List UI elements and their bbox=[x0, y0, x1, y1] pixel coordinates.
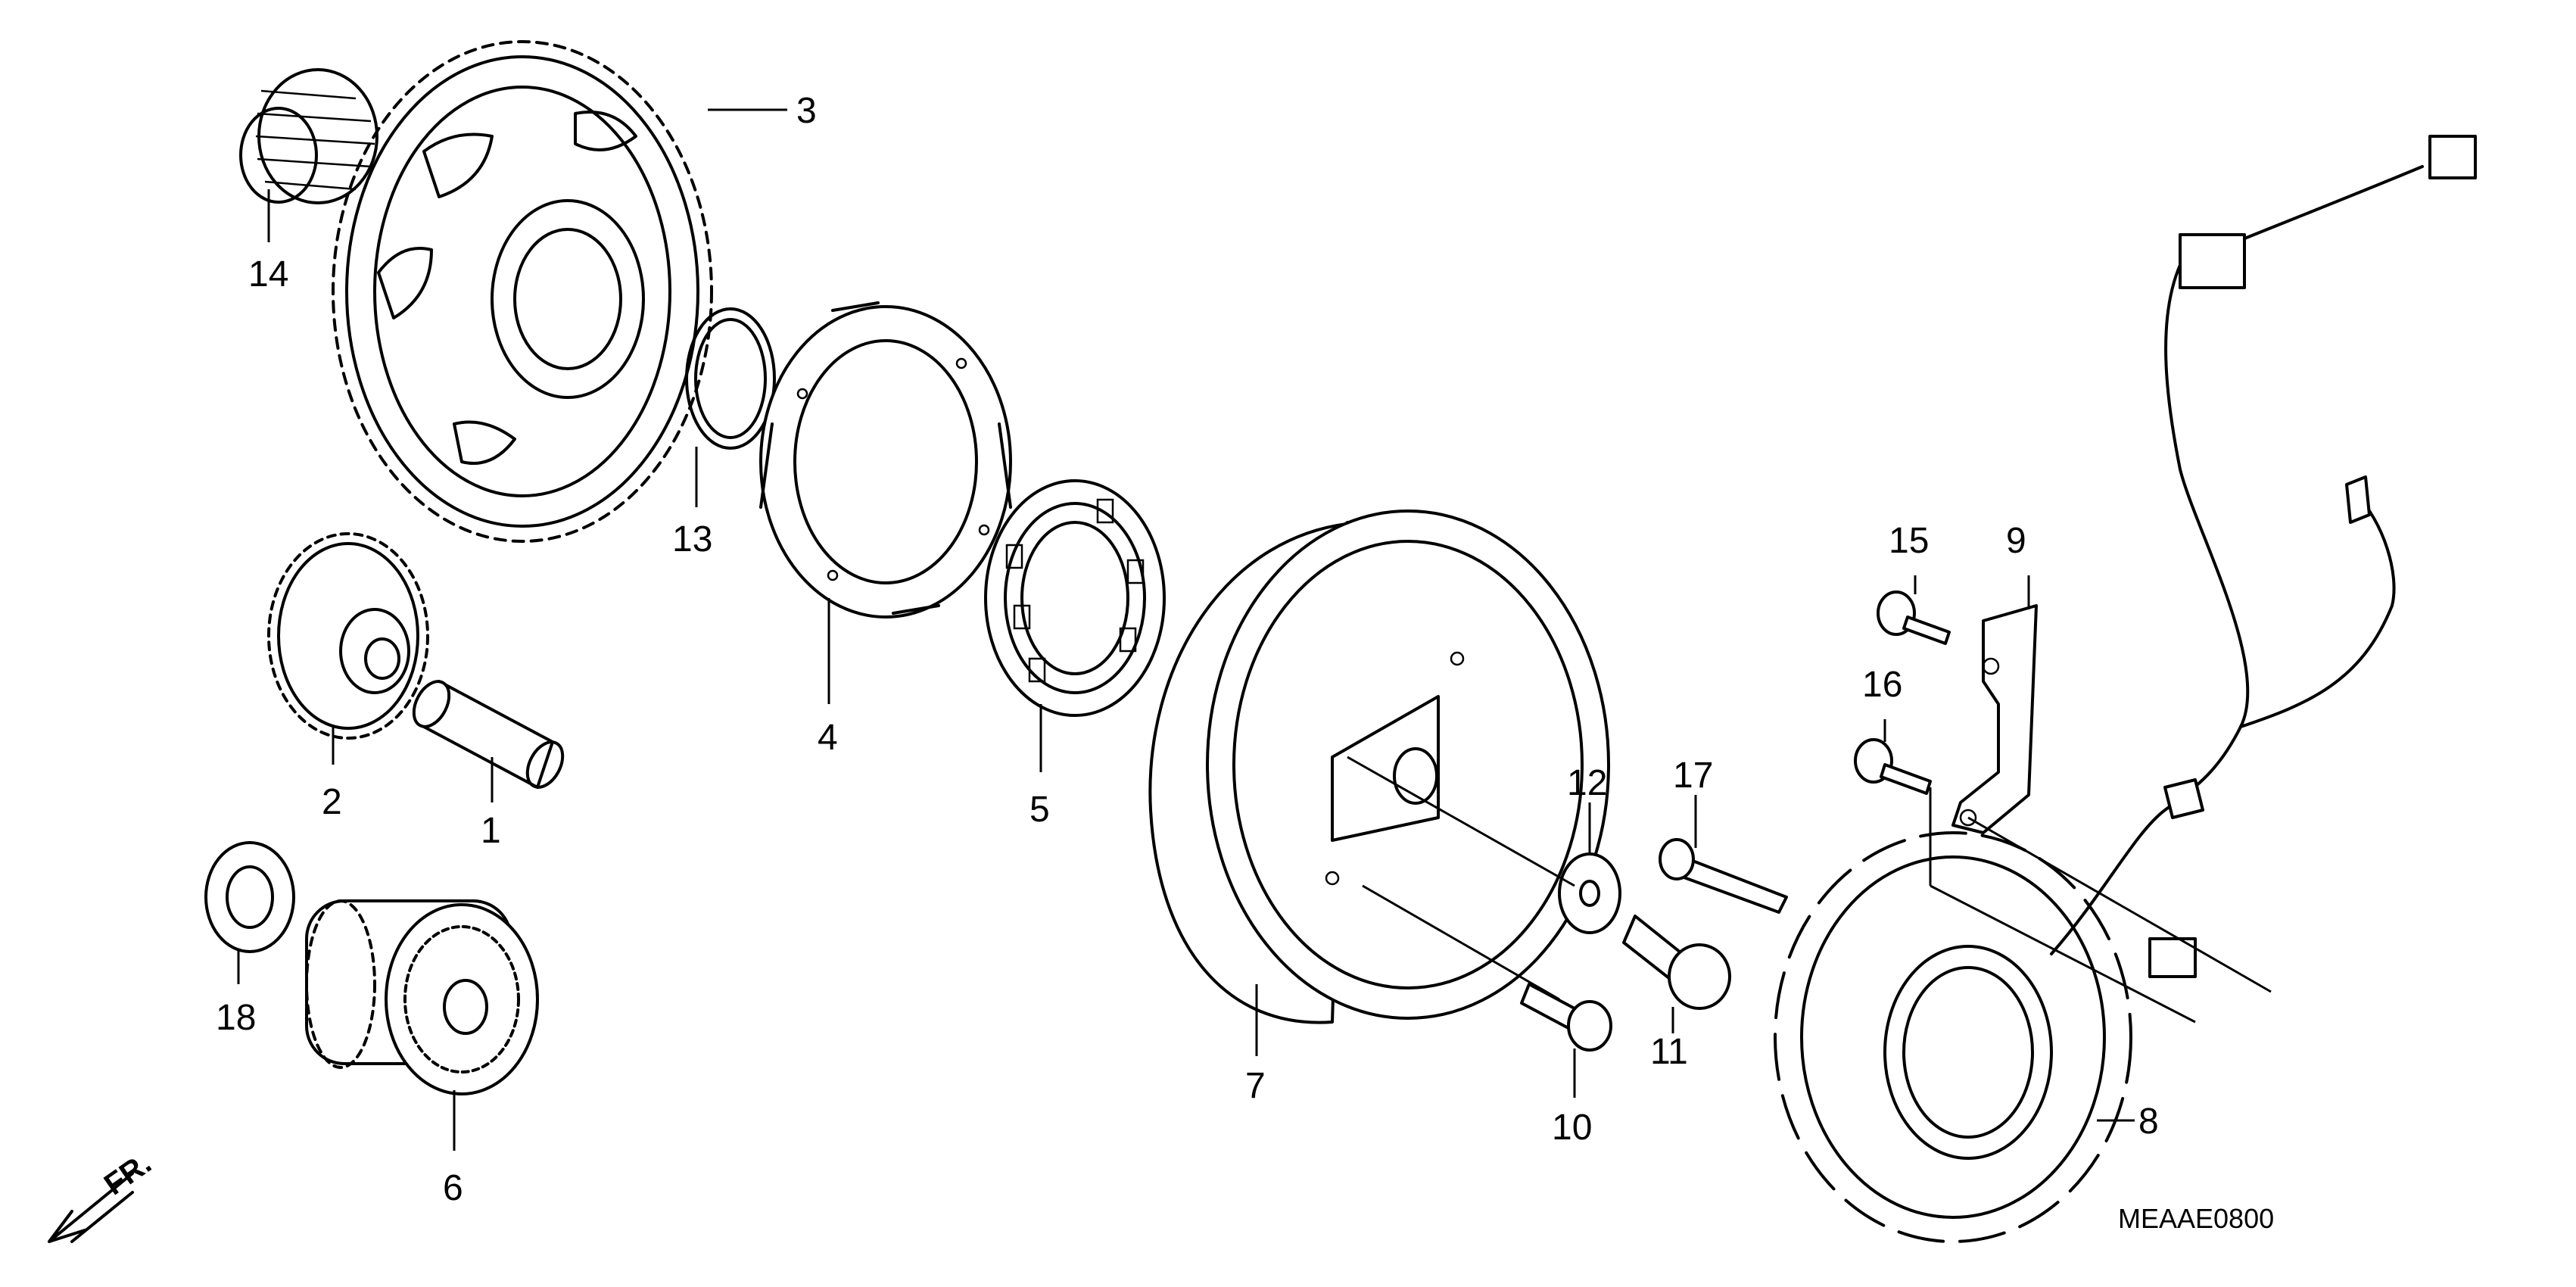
o-ring-part-13[interactable] bbox=[685, 307, 776, 450]
callout-7: 7 bbox=[1245, 1066, 1266, 1106]
callout-15: 15 bbox=[1889, 521, 1929, 561]
callout-8: 8 bbox=[2138, 1102, 2159, 1142]
stator-wire-harness bbox=[2050, 135, 2477, 978]
bolt-part-15[interactable] bbox=[1877, 591, 1951, 645]
starter-driven-gear-part-3[interactable] bbox=[332, 40, 713, 543]
callout-16: 16 bbox=[1862, 665, 1902, 705]
bolt-part-17[interactable] bbox=[1659, 838, 1788, 914]
callout-17: 17 bbox=[1673, 756, 1713, 796]
callout-3: 3 bbox=[796, 91, 817, 131]
bolt-part-10[interactable] bbox=[1520, 983, 1612, 1052]
shaft-part-1[interactable] bbox=[406, 675, 569, 793]
callout-2: 2 bbox=[322, 782, 342, 822]
stator-part-8[interactable] bbox=[1774, 831, 2132, 1243]
callout-numbers: 3 14 13 4 5 2 1 18 6 7 12 17 11 10 8 15 … bbox=[216, 91, 2159, 1208]
flange-bolt-part-11[interactable] bbox=[1622, 915, 1731, 1010]
leader-lines bbox=[237, 108, 2272, 1151]
callout-14: 14 bbox=[248, 254, 288, 294]
washer-part-12[interactable] bbox=[1558, 852, 1621, 934]
callout-12: 12 bbox=[1567, 763, 1607, 803]
starter-reduction-gear-part-2[interactable] bbox=[267, 532, 429, 740]
flywheel-part-7[interactable] bbox=[1148, 510, 1610, 1024]
callout-10: 10 bbox=[1552, 1108, 1592, 1148]
bolt-part-16[interactable] bbox=[1854, 738, 1932, 795]
bracket-part-9[interactable] bbox=[1951, 604, 2038, 834]
callout-4: 4 bbox=[818, 718, 838, 758]
ball-bearing-part-18[interactable] bbox=[204, 841, 295, 953]
callout-1: 1 bbox=[481, 811, 501, 851]
front-arrow-icon bbox=[48, 1172, 134, 1243]
callout-6: 6 bbox=[443, 1168, 463, 1208]
callout-9: 9 bbox=[2006, 521, 2026, 561]
callout-5: 5 bbox=[1029, 790, 1050, 830]
one-way-clutch-part-5[interactable] bbox=[984, 479, 1166, 717]
front-direction-marker: FR. bbox=[48, 1146, 157, 1243]
callout-11: 11 bbox=[1650, 1032, 1688, 1072]
starter-clutch-outer-part-4[interactable] bbox=[759, 301, 1012, 619]
callout-18: 18 bbox=[216, 998, 256, 1038]
callout-13: 13 bbox=[672, 519, 712, 559]
gear-assembly-part-6[interactable] bbox=[305, 899, 539, 1095]
needle-bearing-part-14[interactable] bbox=[239, 68, 378, 204]
diagram-code: MEAAE0800 bbox=[2118, 1203, 2274, 1234]
